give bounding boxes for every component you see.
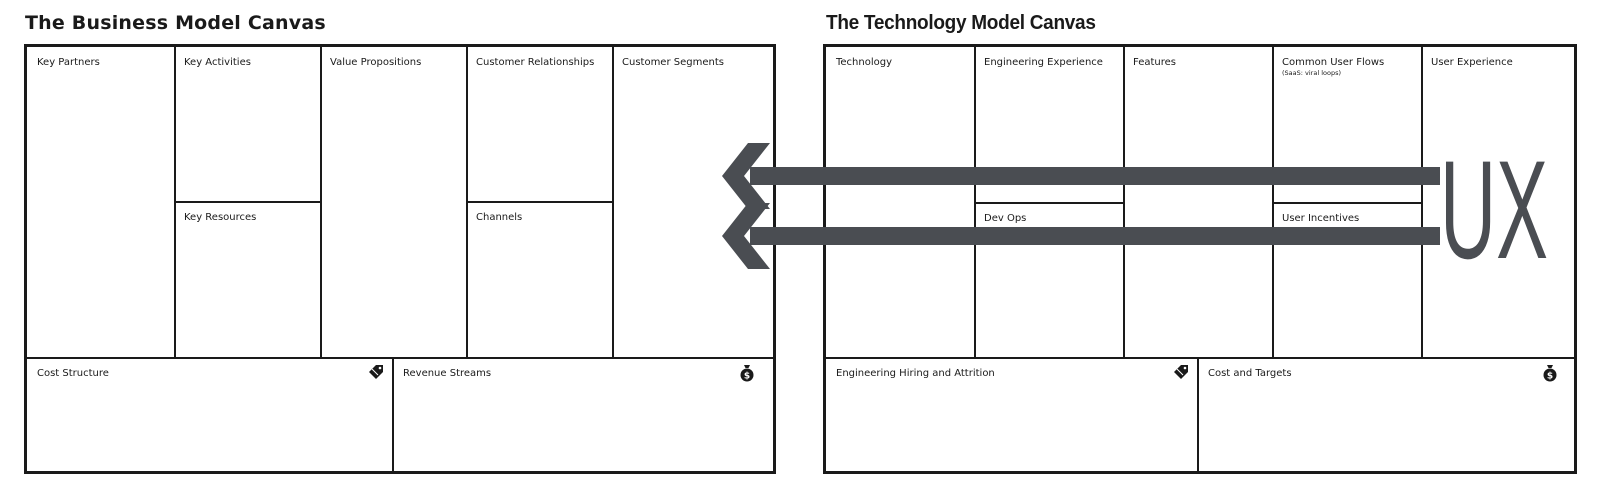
price-tag-icon [369,365,383,379]
money-bag-icon: $ [740,365,754,382]
divider [1421,47,1423,358]
price-tag-icon [1174,365,1188,379]
money-bag-icon: $ [1543,365,1557,382]
technology-model-canvas: Technology Engineering Experience Dev Op… [823,44,1577,474]
dev-ops-cell[interactable]: Dev Ops [974,203,1123,357]
divider [1272,202,1421,204]
divider [392,357,394,471]
divider [1123,47,1125,358]
cost-and-targets-cell[interactable]: Cost and Targets $ [1198,358,1574,471]
engineering-experience-cell[interactable]: Engineering Experience [974,47,1123,202]
channels-cell[interactable]: Channels [466,202,612,357]
user-incentives-label: User Incentives [1282,213,1360,224]
key-partners-label: Key Partners [37,57,100,68]
business-canvas-title: The Business Model Canvas [25,12,326,34]
business-model-canvas: Key Partners Key Activities Key Resource… [24,44,776,474]
cost-structure-label: Cost Structure [37,368,109,379]
user-experience-cell[interactable]: User Experience [1421,47,1574,357]
common-user-flows-cell[interactable]: Common User Flows (SaaS: viral loops) [1272,47,1421,202]
divider [1197,357,1199,471]
customer-segments-label: Customer Segments [622,57,724,68]
dev-ops-label: Dev Ops [984,213,1027,224]
key-activities-label: Key Activities [184,57,251,68]
common-user-flows-note: (SaaS: viral loops) [1282,69,1341,77]
features-label: Features [1133,57,1176,68]
svg-text:$: $ [744,372,750,382]
key-resources-cell[interactable]: Key Resources [174,202,320,357]
features-cell[interactable]: Features [1123,47,1272,357]
technology-label: Technology [836,57,893,68]
key-partners-cell[interactable]: Key Partners [27,47,174,357]
engineering-hiring-cell[interactable]: Engineering Hiring and Attrition [826,358,1197,471]
customer-relationships-cell[interactable]: Customer Relationships [466,47,612,201]
value-propositions-label: Value Propositions [330,57,422,68]
key-resources-label: Key Resources [184,212,257,223]
divider [320,47,322,358]
common-user-flows-label: Common User Flows [1282,57,1385,68]
cost-and-targets-label: Cost and Targets [1208,368,1292,379]
technology-cell[interactable]: Technology [826,47,974,357]
customer-relationships-label: Customer Relationships [476,57,595,68]
technology-canvas-title: The Technology Model Canvas [826,12,1096,34]
customer-segments-cell[interactable]: Customer Segments [612,47,773,357]
divider [826,357,1574,359]
divider [974,202,1123,204]
value-propositions-cell[interactable]: Value Propositions [320,47,466,357]
revenue-streams-cell[interactable]: Revenue Streams $ [393,358,773,471]
divider [27,357,773,359]
channels-label: Channels [476,212,523,223]
user-incentives-cell[interactable]: User Incentives [1272,203,1421,357]
divider [612,47,614,358]
key-activities-cell[interactable]: Key Activities [174,47,320,201]
svg-text:$: $ [1547,372,1553,382]
engineering-experience-label: Engineering Experience [984,57,1103,68]
divider [174,201,320,203]
cost-structure-cell[interactable]: Cost Structure [27,358,392,471]
divider [466,201,612,203]
engineering-hiring-label: Engineering Hiring and Attrition [836,368,995,379]
revenue-streams-label: Revenue Streams [403,368,492,379]
user-experience-label: User Experience [1431,57,1513,68]
